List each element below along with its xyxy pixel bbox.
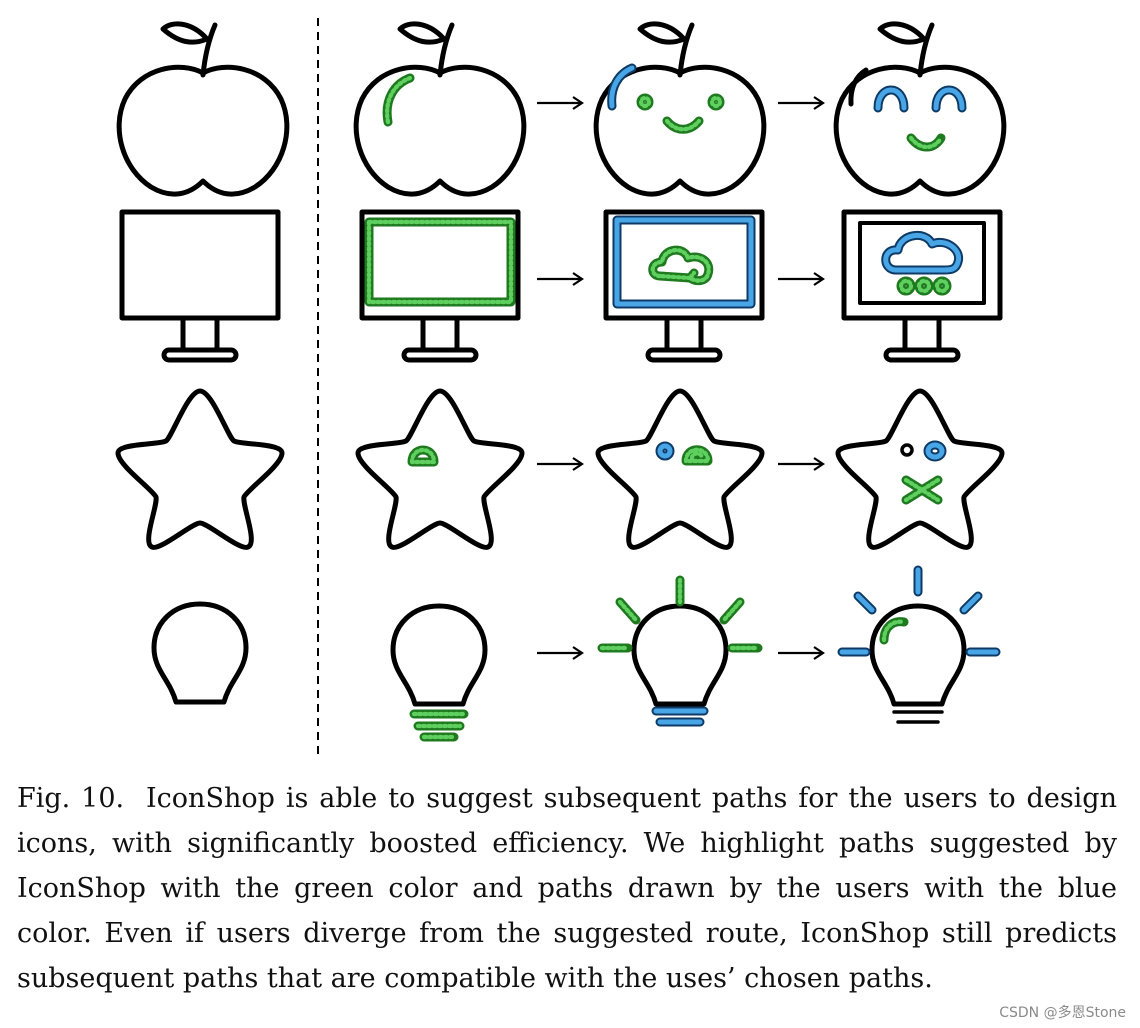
figure-caption: Fig. 10. IconShop is able to suggest sub…: [17, 776, 1117, 1001]
arrow-right-icon: [535, 95, 584, 111]
monitor-icon-stage-1: [362, 212, 518, 360]
apple-icon-stage-2: [596, 24, 764, 194]
lightbulb-icon-stage-2: [597, 575, 763, 727]
arrow-right-icon: [535, 271, 584, 287]
lightbulb-icon-stage-3: [837, 565, 1001, 724]
star-icon-stage-2: [598, 391, 762, 547]
monitor-icon-stage-2: [606, 212, 762, 360]
monitor-icon-original: [122, 212, 278, 360]
lightbulb-icon-stage-1: [393, 606, 485, 742]
arrow-right-icon: [776, 95, 825, 111]
star-icon-stage-3: [838, 391, 1002, 547]
monitor-icon-stage-3: [844, 212, 1000, 360]
star-icon-original: [118, 391, 282, 547]
watermark: CSDN @多恩Stone: [999, 1005, 1126, 1021]
arrow-right-icon: [776, 645, 825, 661]
caption-text: IconShop is able to suggest subsequent p…: [17, 783, 1117, 994]
arrow-right-icon: [535, 456, 584, 472]
arrow-right-icon: [776, 271, 825, 287]
figure-label: Fig. 10.: [17, 783, 125, 814]
apple-icon-stage-1: [356, 24, 524, 194]
figure-illustration: [0, 18, 1140, 755]
star-icon-stage-1: [358, 391, 522, 547]
arrow-right-icon: [535, 645, 584, 661]
lightbulb-icon-original: [154, 604, 246, 702]
apple-icon-original: [119, 24, 287, 194]
arrow-right-icon: [776, 456, 825, 472]
apple-icon-stage-3: [836, 24, 1004, 194]
